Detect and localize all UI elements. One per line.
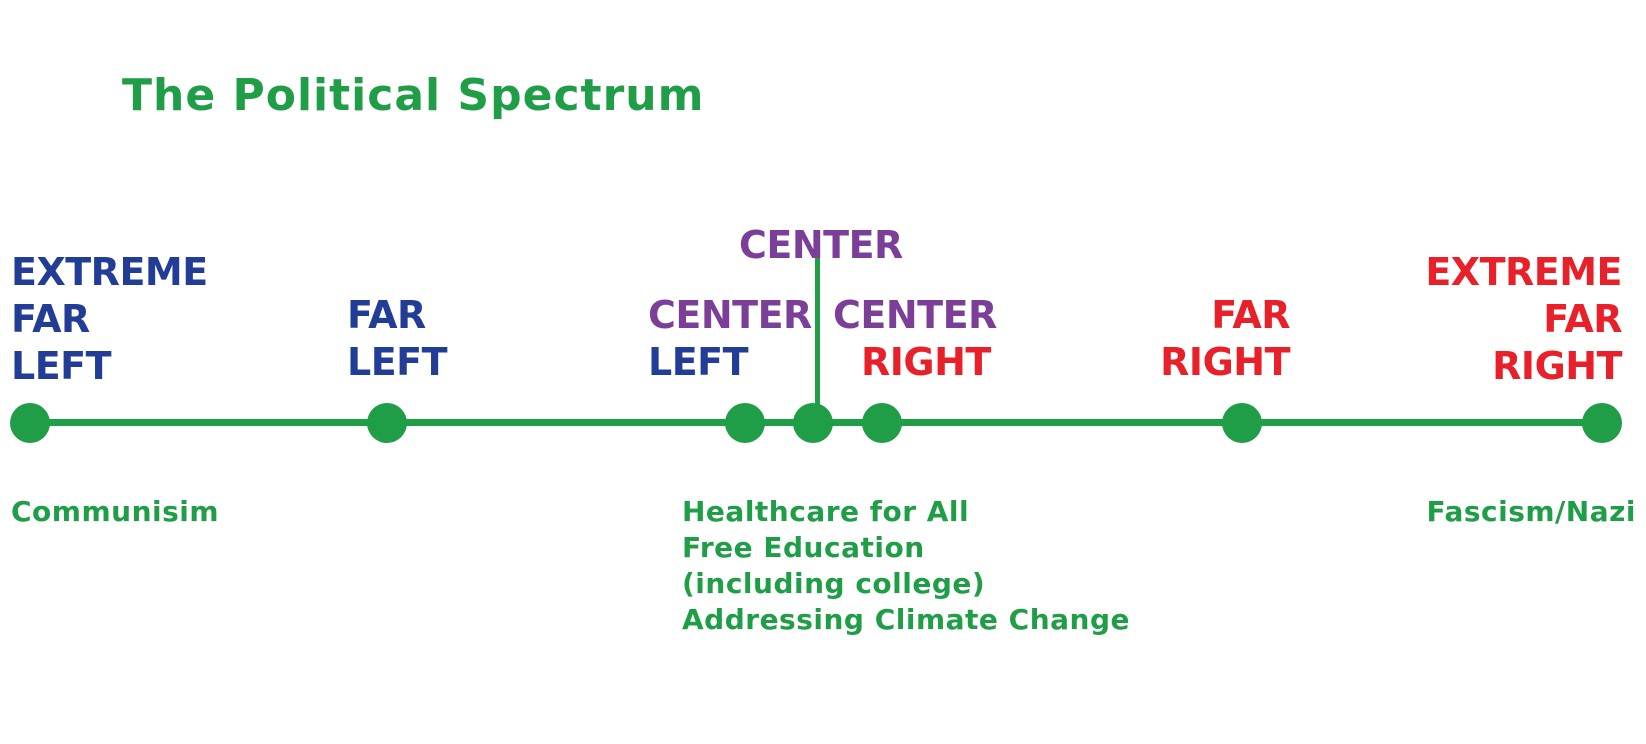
- spectrum-point-far-left: [367, 403, 407, 443]
- label-center-right-line2: RIGHT: [861, 340, 991, 384]
- note-center-line2: Free Education: [682, 531, 925, 564]
- note-fascism: Fascism/Nazi: [1426, 495, 1636, 528]
- label-center-right-line1: CENTER: [833, 293, 997, 337]
- note-center-line3: (including college): [682, 567, 986, 600]
- label-extreme-far-right-line2: FAR: [1543, 297, 1622, 341]
- label-center-right: CENTER RIGHT: [833, 292, 997, 386]
- label-extreme-far-right-line3: RIGHT: [1492, 344, 1622, 388]
- label-far-right: FAR RIGHT: [1160, 292, 1290, 386]
- note-center-policies: Healthcare for All Free Education (inclu…: [682, 494, 1130, 638]
- label-far-right-line2: RIGHT: [1160, 340, 1290, 384]
- spectrum-point-center-right: [862, 403, 902, 443]
- label-extreme-far-right: EXTREME FAR RIGHT: [1425, 249, 1622, 390]
- spectrum-point-center: [793, 403, 833, 443]
- diagram-title: The Political Spectrum: [122, 70, 705, 121]
- label-center-left: CENTER LEFT: [648, 292, 812, 386]
- label-extreme-far-left-line1: EXTREME: [11, 250, 208, 294]
- label-center: CENTER: [739, 223, 903, 267]
- spectrum-point-extreme-far-left: [10, 403, 50, 443]
- label-extreme-far-left-line3: LEFT: [11, 344, 112, 388]
- label-extreme-far-left-line2: FAR: [11, 297, 90, 341]
- label-extreme-far-right-line1: EXTREME: [1425, 250, 1622, 294]
- spectrum-point-center-left: [725, 403, 765, 443]
- label-far-left-line2: LEFT: [347, 340, 448, 384]
- label-center-left-line2: LEFT: [648, 340, 749, 384]
- label-far-left: FAR LEFT: [347, 292, 448, 386]
- spectrum-point-far-right: [1222, 403, 1262, 443]
- label-far-right-line1: FAR: [1211, 293, 1290, 337]
- label-far-left-line1: FAR: [347, 293, 426, 337]
- label-center-left-line1: CENTER: [648, 293, 812, 337]
- note-communism: Communisim: [11, 495, 220, 528]
- note-center-line4: Addressing Climate Change: [682, 603, 1130, 636]
- spectrum-point-extreme-far-right: [1582, 403, 1622, 443]
- note-center-line1: Healthcare for All: [682, 495, 970, 528]
- center-marker-line: [815, 255, 820, 420]
- label-extreme-far-left: EXTREME FAR LEFT: [11, 249, 208, 390]
